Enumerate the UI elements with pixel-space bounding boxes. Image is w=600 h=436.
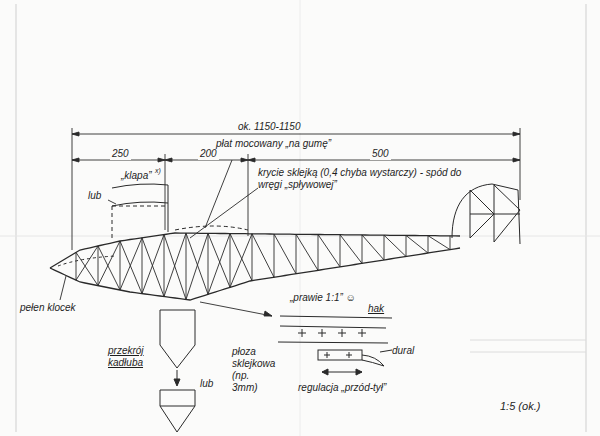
- annotation: 200: [198, 148, 219, 160]
- truss-member: [296, 234, 318, 270]
- truss-member: [274, 234, 275, 277]
- truss-member: [76, 246, 98, 280]
- truss-member: [318, 235, 319, 271]
- truss-member: [450, 236, 451, 250]
- truss-member: [164, 235, 186, 300]
- truss-member: [406, 235, 428, 253]
- wing-flap: [58, 184, 248, 266]
- truss-member: [362, 235, 363, 263]
- truss-member: [142, 235, 164, 294]
- truss-member: [98, 241, 120, 286]
- truss-member: [384, 235, 406, 256]
- truss-member: [186, 233, 187, 299]
- truss-member: [384, 235, 385, 260]
- leader-lines: [60, 160, 272, 316]
- truss-member: [120, 238, 142, 290]
- truss-member: [164, 235, 165, 297]
- annotation: 500: [370, 148, 391, 160]
- skid-detail: [278, 316, 392, 375]
- truss-member: [164, 233, 186, 296]
- annotation: ok. 1150-1150: [236, 121, 302, 133]
- fin: [452, 184, 520, 244]
- annotation: „prawie 1:1” ☺: [290, 292, 356, 304]
- annotation: płoza sklejkowa (np. 3mm): [232, 346, 276, 394]
- truss-member: [230, 234, 231, 288]
- truss-member: [340, 235, 362, 264]
- truss-member: [76, 252, 77, 280]
- truss-member: [362, 235, 384, 260]
- truss-member: [230, 234, 252, 288]
- annotation: 250: [110, 148, 131, 160]
- truss-member: [186, 233, 208, 299]
- truss-member: [120, 241, 142, 294]
- annotation: dural: [392, 345, 414, 357]
- annotation: pełen klocek: [20, 302, 76, 314]
- truss-member: [406, 235, 407, 256]
- annotation: regulacja „przód-tył”: [298, 382, 386, 394]
- truss-member: [208, 234, 230, 295]
- annotation: przekrój kadłuba: [108, 345, 156, 369]
- truss-member: [428, 236, 429, 253]
- annotation: hak: [368, 303, 384, 315]
- truss-member: [318, 235, 340, 267]
- dimension-lines: [72, 128, 520, 250]
- truss-member: [142, 238, 143, 294]
- truss-member: [252, 234, 274, 277]
- annotation: „klapa”: [121, 170, 152, 182]
- annotation: lub: [88, 190, 101, 202]
- truss-member: [296, 234, 297, 273]
- truss-member: [428, 236, 450, 250]
- annotation: płat mocowany „na gumę”: [216, 138, 331, 150]
- truss-member: [142, 238, 164, 297]
- annotation: 1:5 (ok.): [500, 400, 540, 412]
- truss-member: [208, 233, 209, 294]
- truss-member: [98, 246, 120, 290]
- truss-member: [230, 234, 252, 281]
- truss-member: [340, 235, 341, 267]
- longeron: [50, 233, 460, 268]
- truss-member: [120, 241, 121, 290]
- fuselage-truss: [50, 233, 460, 300]
- annotation: x): [155, 165, 161, 177]
- truss-member: [274, 234, 296, 274]
- longeron: [50, 248, 460, 300]
- truss-member: [252, 234, 253, 281]
- annotation: krycie sklejką (0,4 chyba wystarczy) - s…: [258, 167, 488, 191]
- annotation: lub: [200, 378, 213, 390]
- cross-sections: [160, 310, 195, 432]
- truss-member: [98, 246, 99, 286]
